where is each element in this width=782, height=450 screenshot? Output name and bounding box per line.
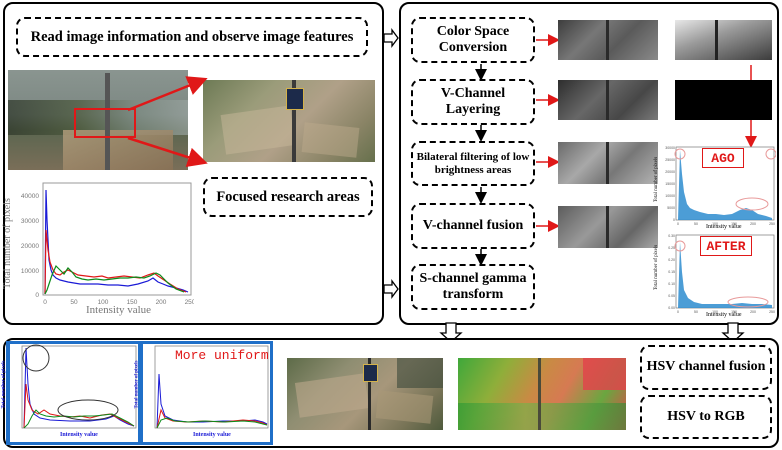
histogram-bottom-after: Total number of pixels Intensity value M…: [134, 344, 270, 442]
v-channel-high-image: [558, 80, 658, 120]
svg-text:50: 50: [694, 310, 698, 314]
histogram-after: 0.00 0.05 0.10 0.15 0.20 0.25 0.30 0 50 …: [654, 232, 776, 320]
step-focused-areas: Focused research areas: [203, 177, 373, 217]
tag-ago: AGO: [702, 148, 744, 168]
svg-text:150: 150: [731, 310, 737, 314]
svg-text:15000: 15000: [665, 182, 675, 186]
tag-after: AFTER: [700, 236, 752, 256]
ytick: 20000: [21, 243, 39, 250]
svg-text:100: 100: [712, 222, 718, 226]
ago-ylabel: Total number of pixels: [654, 156, 660, 203]
svg-text:100: 100: [712, 310, 718, 314]
xtick: 50: [70, 299, 78, 306]
step-hsv-to-rgb: HSV to RGB: [640, 395, 772, 439]
hsv-visualization-photo: [458, 358, 626, 430]
s-channel-image: [675, 20, 772, 60]
ytick: 0: [35, 292, 39, 299]
svg-text:0.20: 0.20: [668, 258, 675, 262]
ytick: 40000: [21, 193, 39, 200]
xtick: 200: [156, 299, 167, 306]
svg-text:50: 50: [694, 222, 698, 226]
hist-xlabel: Intensity value: [86, 304, 152, 316]
after-xlabel: Intensity value: [706, 312, 742, 318]
focus-region-box: [74, 108, 136, 138]
more-uniform-label: More uniform: [175, 348, 269, 363]
bilateral-filtered-image: [558, 142, 658, 184]
enhanced-output-photo: [287, 358, 443, 430]
svg-text:5000: 5000: [667, 206, 675, 210]
ago-xlabel: Intensity value: [706, 224, 742, 230]
svg-text:0: 0: [673, 218, 675, 222]
step-s-channel-gamma: S-channel gamma transform: [411, 264, 535, 310]
svg-text:10000: 10000: [665, 194, 675, 198]
step-v-channel-layering: V-Channel Layering: [411, 79, 535, 125]
svg-text:0: 0: [677, 222, 679, 226]
step-bilateral-filtering: Bilateral filtering of low brightness ar…: [411, 141, 535, 186]
step-hsv-channel-fusion: HSV channel fusion: [640, 345, 772, 390]
v-fused-image: [558, 206, 658, 248]
svg-text:0.30: 0.30: [668, 234, 675, 238]
bottom-before-xlabel: Intensity value: [60, 432, 98, 438]
step-read-image: Read image information and observe image…: [16, 17, 368, 57]
original-scene-photo: [8, 70, 188, 170]
svg-text:0.25: 0.25: [668, 246, 675, 250]
svg-text:0.10: 0.10: [668, 282, 675, 286]
bottom-after-xlabel: Intensity value: [193, 432, 231, 438]
v-channel-low-image: [675, 80, 772, 120]
svg-text:0.00: 0.00: [668, 306, 675, 310]
step-color-space-conversion: Color Space Conversion: [411, 17, 535, 63]
ytick: 10000: [21, 268, 39, 275]
sign-icon: [286, 88, 304, 110]
svg-text:20000: 20000: [665, 170, 675, 174]
svg-text:0.15: 0.15: [668, 270, 675, 274]
zoom-connector: [127, 76, 208, 167]
xtick: 100: [98, 299, 109, 306]
step-v-channel-fusion: V-channel fusion: [411, 203, 535, 249]
after-ylabel: Total number of pixels: [654, 244, 660, 291]
svg-text:30000: 30000: [665, 146, 675, 150]
ytick: 30000: [21, 218, 39, 225]
focused-crop-photo: [203, 80, 375, 162]
svg-text:25000: 25000: [665, 158, 675, 162]
xtick: 250: [185, 299, 194, 306]
svg-text:250: 250: [769, 310, 775, 314]
svg-text:200: 200: [750, 310, 756, 314]
svg-text:0: 0: [677, 310, 679, 314]
bottom-after-ylabel: Total number of pixels: [134, 360, 140, 409]
histogram-ago: 0 5000 10000 15000 20000 25000 30000 0 5…: [654, 144, 776, 232]
svg-text:0.05: 0.05: [668, 294, 675, 298]
svg-text:150: 150: [731, 222, 737, 226]
xtick: 0: [43, 299, 47, 306]
rgb-histogram: Total number of pixels 0 10000 20000 300…: [2, 180, 194, 318]
h-channel-image: [558, 20, 658, 60]
svg-text:200: 200: [750, 222, 756, 226]
sign-icon: [363, 364, 378, 382]
bottom-before-ylabel: Total number of pixels: [1, 360, 7, 409]
histogram-bottom-before: Total number of pixels Intensity value: [1, 344, 138, 442]
xtick: 150: [127, 299, 138, 306]
svg-text:250: 250: [769, 222, 775, 226]
